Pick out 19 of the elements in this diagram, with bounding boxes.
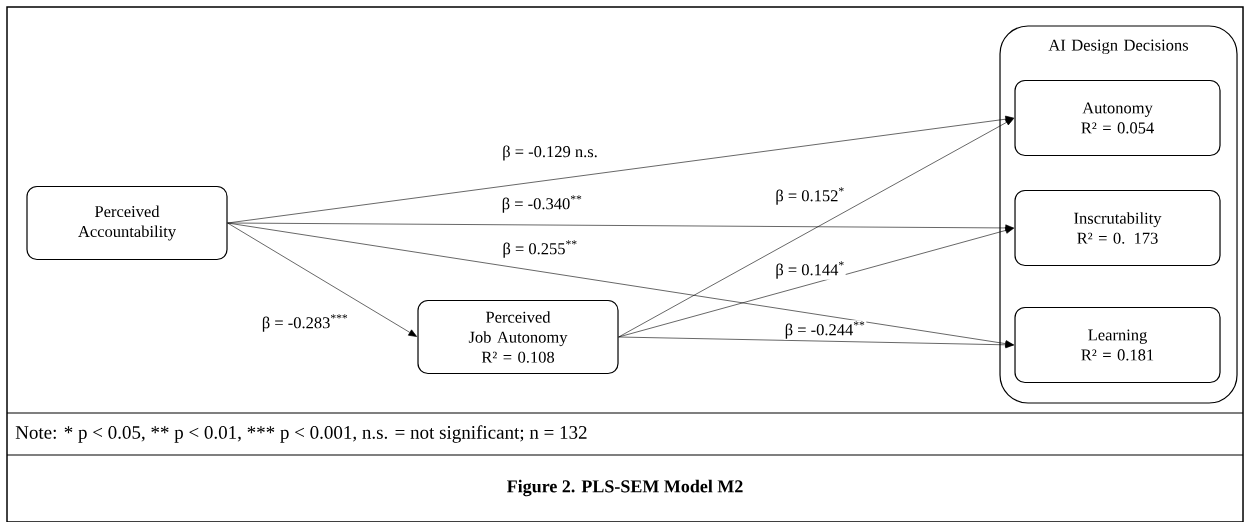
- arrow: [227, 222, 417, 337]
- edge-label: β = -0.244$^{**}$: [783, 320, 867, 340]
- arrow: [227, 222, 1014, 232]
- construct-box: Learning R² = 0.181: [1014, 306, 1221, 384]
- arrow: [618, 227, 1014, 338]
- edge-label: β = 0.255$^{**}$: [501, 239, 579, 259]
- construct-box: Perceived Accountability: [26, 185, 228, 261]
- edge-label: β = -0.129 n.s.: [501, 144, 599, 162]
- edge-label: β = 0.152$^{*}$: [774, 186, 846, 206]
- construct-box: Autonomy R² = 0.054: [1014, 79, 1221, 157]
- arrow: [618, 336, 1014, 349]
- note-text: Note: * p < 0.05, ** p < 0.01, *** p < 0.001, n.s. = not significant; n = 132: [15, 425, 587, 443]
- construct-box: Perceived Job Autonomy R² = 0.108: [417, 299, 619, 375]
- edge-label: β = -0.340$^{**}$: [500, 194, 584, 214]
- construct-box: Inscrutability R² = 0. 173: [1014, 189, 1221, 267]
- edge-label: β = 0.144$^{*}$: [774, 260, 846, 280]
- arrow: [618, 118, 1014, 338]
- figure-caption: Figure 2. PLS-SEM Model M2: [507, 479, 743, 497]
- edge-label: β = -0.283$^{***}$: [260, 313, 350, 333]
